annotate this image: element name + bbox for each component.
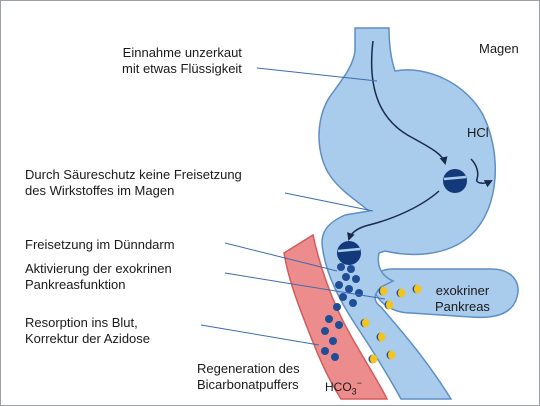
- leader-line-resorption: [201, 325, 319, 345]
- enzyme-bead-icon: [335, 281, 343, 289]
- enzyme-bead-icon: [321, 347, 329, 355]
- pancreas-label: exokriner Pankreas: [435, 283, 490, 315]
- capsule-icon: [443, 169, 467, 193]
- bicarbonate-bead-icon: [379, 287, 388, 296]
- enzyme-bead-icon: [329, 337, 337, 345]
- acid-protection-label: Durch Säureschutz keine Freisetzung des …: [25, 167, 242, 199]
- enzyme-bead-icon: [349, 299, 357, 307]
- regeneration-label: Regeneration des Bicarbonatpuffers: [197, 361, 300, 393]
- leader-line-release: [225, 243, 337, 271]
- bicarbonate-bead-icon: [397, 289, 406, 298]
- enzyme-bead-icon: [337, 263, 345, 271]
- enzyme-bead-icon: [342, 273, 350, 281]
- enzyme-bead-icon: [325, 315, 333, 323]
- bicarbonate-bead-icon: [377, 333, 386, 342]
- enzyme-bead-icon: [347, 265, 355, 273]
- bicarbonate-bead-icon: [413, 285, 422, 294]
- enzyme-bead-icon: [335, 321, 343, 329]
- enzyme-bead-icon: [333, 303, 341, 311]
- enzyme-bead-icon: [331, 353, 339, 361]
- capsule-icon: [337, 241, 361, 265]
- activation-label: Aktivierung der exokrinen Pankreasfunkti…: [25, 261, 172, 293]
- release-label: Freisetzung im Dünndarm: [25, 237, 175, 253]
- bicarbonate-bead-icon: [385, 301, 394, 310]
- stomach-label: Magen: [479, 41, 519, 57]
- enzyme-bead-icon: [355, 289, 363, 297]
- hco3-label: HCO3−: [325, 375, 362, 399]
- enzyme-bead-icon: [339, 293, 347, 301]
- enzyme-bead-icon: [345, 285, 353, 293]
- bicarbonate-bead-icon: [369, 355, 378, 364]
- enzyme-bead-icon: [352, 275, 360, 283]
- bicarbonate-bead-icon: [361, 319, 370, 328]
- hcl-label: HCl: [467, 125, 489, 141]
- resorption-label: Resorption ins Blut, Korrektur der Azido…: [25, 315, 150, 347]
- enzyme-bead-icon: [321, 327, 329, 335]
- intake-label: Einnahme unzerkaut mit etwas Flüssigkeit: [122, 45, 242, 77]
- bicarbonate-bead-icon: [387, 351, 396, 360]
